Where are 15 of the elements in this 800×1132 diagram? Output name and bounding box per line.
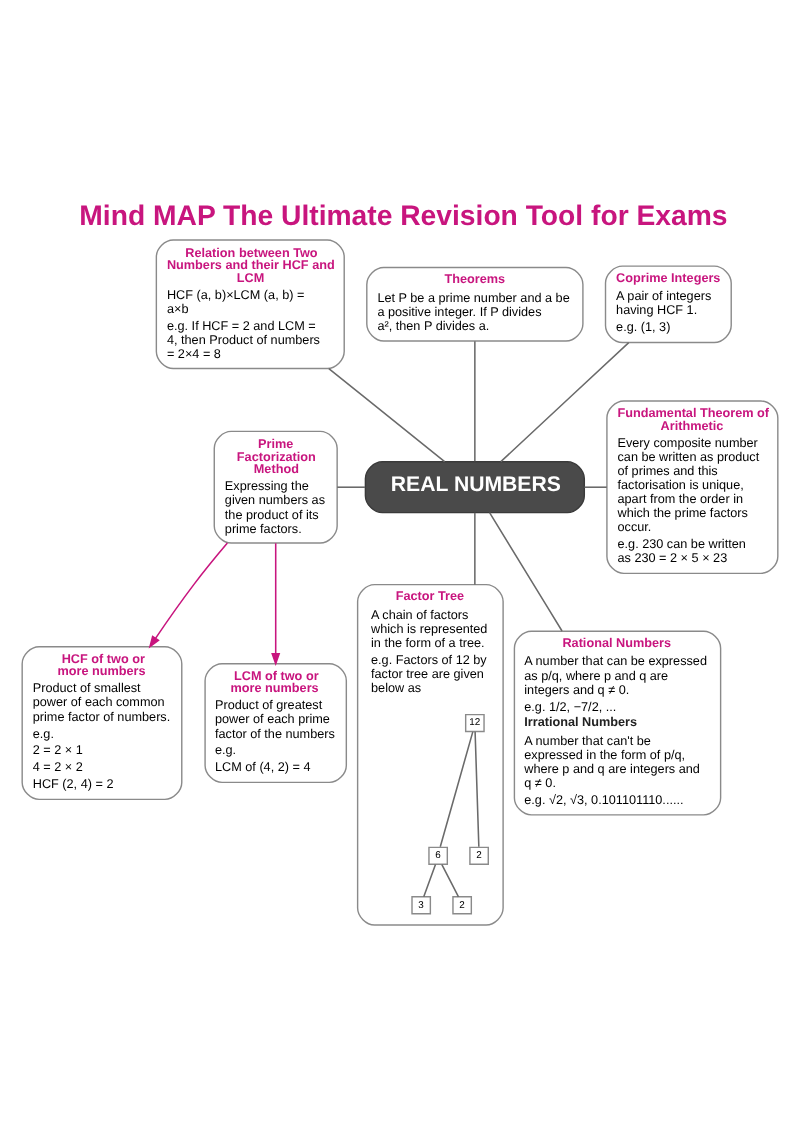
connector	[488, 510, 563, 631]
node-box: REAL NUMBERS	[364, 460, 586, 513]
connector	[441, 862, 460, 897]
diagram-title: Mind MAP The Ultimate Revision Tool for Exams	[79, 197, 728, 230]
connector	[500, 340, 630, 462]
connector	[328, 366, 446, 462]
arrow	[148, 541, 229, 648]
connector	[423, 862, 437, 897]
connector	[474, 730, 480, 847]
connector	[583, 485, 608, 487]
connector	[336, 485, 366, 487]
connector	[439, 730, 474, 847]
connector	[474, 339, 476, 462]
connector	[474, 510, 476, 585]
arrow	[271, 541, 281, 666]
